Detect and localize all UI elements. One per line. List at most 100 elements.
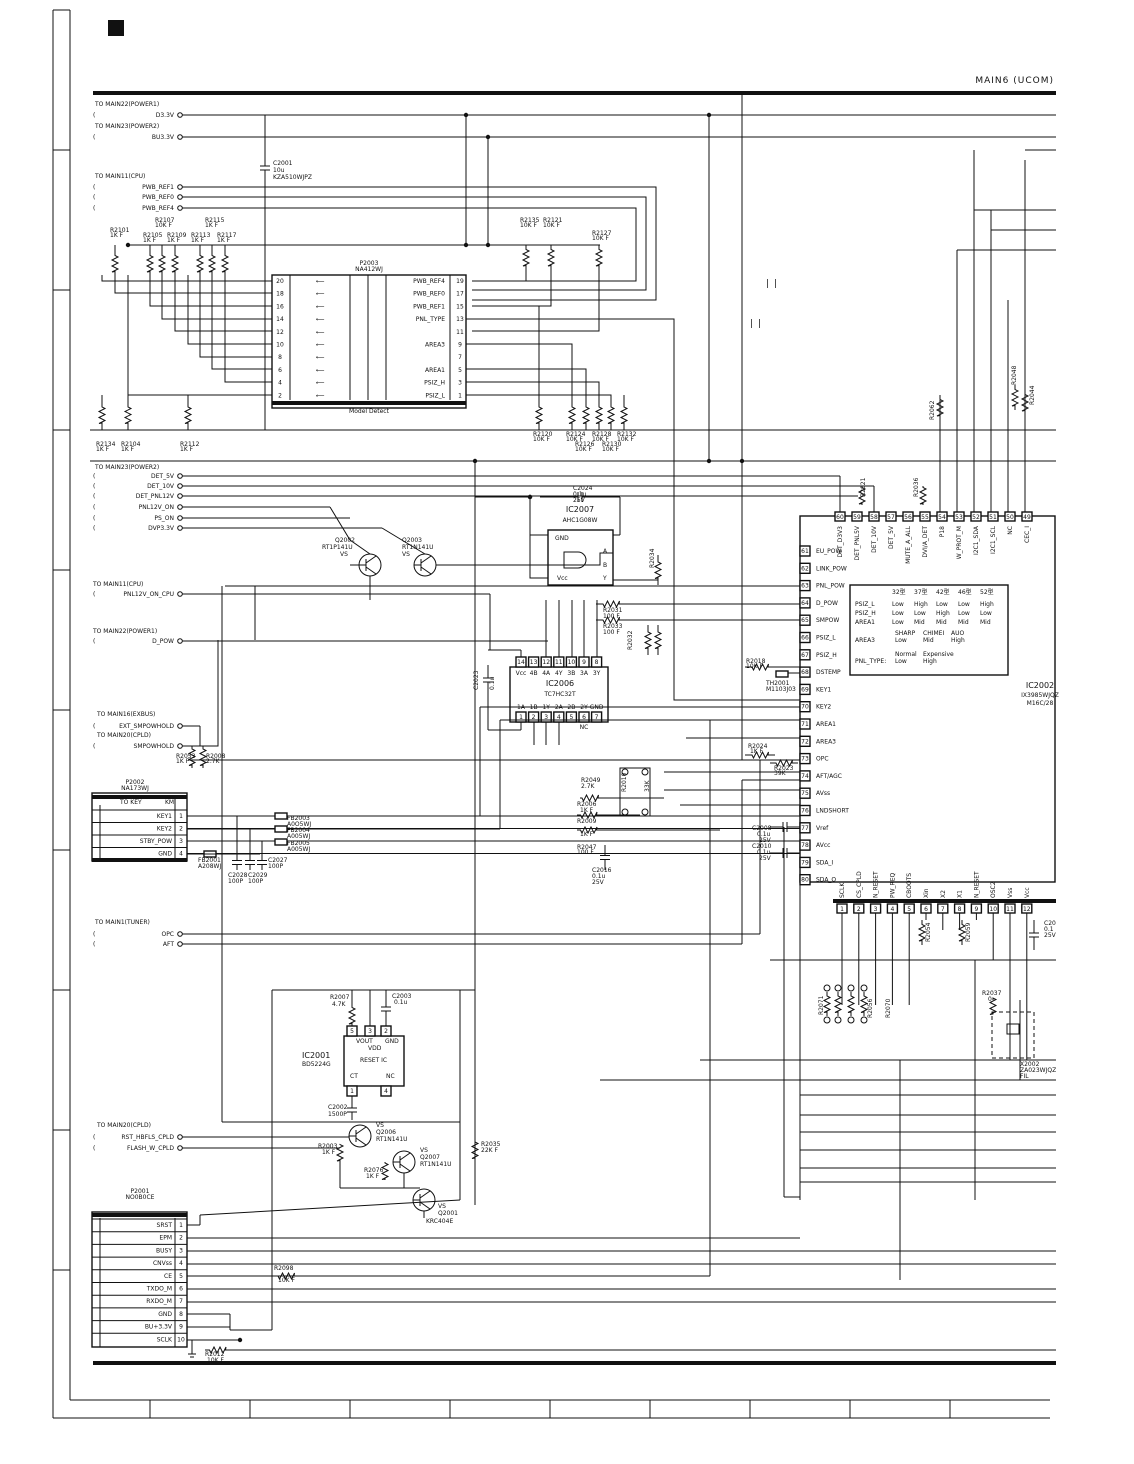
p2003-pin-left: 4 xyxy=(278,380,282,387)
ic2002-pin-left xyxy=(799,839,811,851)
q2006-transistor xyxy=(355,1126,367,1135)
p2003-ref: P2003 xyxy=(360,260,379,267)
r2076-val: 1K F xyxy=(366,1173,380,1180)
ic2002-pin-label: KEY1 xyxy=(816,686,831,693)
q2003-tag: VS xyxy=(402,551,410,558)
ic2006-pin-label: 3A xyxy=(580,670,589,677)
bottom-resistor xyxy=(619,405,629,425)
c2010-ref: C2010 xyxy=(752,843,772,850)
p2003-left-wire-7 xyxy=(211,275,272,370)
p2003-arrow: ⟵ xyxy=(316,291,325,298)
port-terminal xyxy=(177,134,183,140)
ic2002-pin-left xyxy=(799,562,811,574)
p2001-connector xyxy=(91,1211,188,1348)
r2007-ref: R2007 xyxy=(330,994,350,1001)
ic2002-body xyxy=(799,515,1056,883)
network-node xyxy=(621,808,629,816)
psiz-l-wire xyxy=(466,394,612,405)
c2016-val: 0.1u xyxy=(592,873,606,880)
r2037-val: 0 xyxy=(988,996,992,1003)
res-val-top: 10K F xyxy=(592,235,609,242)
port-terminal xyxy=(177,493,183,499)
p2002-signal: KEY1 xyxy=(157,813,172,820)
p2003-pin-label: AREA1 xyxy=(425,367,445,374)
r2047-val: 100 F xyxy=(577,849,594,856)
connector-dest-0: TO MAIN22(POWER1) xyxy=(94,101,159,108)
p2003-left-wire-3 xyxy=(161,275,272,320)
network-resistor xyxy=(822,992,832,1016)
ic2002-pin-num: 78 xyxy=(801,842,809,849)
r2059-ref: R2059 xyxy=(965,922,972,942)
port-terminal xyxy=(177,743,183,749)
paren: ( xyxy=(93,931,95,938)
res-val-bot: 10K F xyxy=(533,436,550,443)
ic2002-pin-num: 11 xyxy=(1006,906,1014,913)
p2003-arrow: ⟵ xyxy=(316,278,325,285)
port-terminal xyxy=(177,515,183,521)
q2006-ref: Q2006 xyxy=(376,1129,396,1136)
size-table-cell: High xyxy=(980,601,994,608)
ic2002-pin-top xyxy=(1021,511,1033,522)
ic2006-pin-num: 9 xyxy=(582,659,586,666)
signal-label: PWB_REF0 xyxy=(142,194,174,201)
res-ref-bot: R2132 xyxy=(617,431,637,438)
bottom-resistor xyxy=(606,405,616,425)
fb2005-part: A005WJ xyxy=(287,846,310,853)
size-table-header: 37型 xyxy=(914,588,928,596)
r2012-ref: R2012 xyxy=(205,1351,225,1358)
r2071-ref: R2071 xyxy=(818,995,825,1015)
res-ref: R2062 xyxy=(929,400,936,420)
p2001-signal: SCLK xyxy=(157,1336,173,1343)
p2002-col-header: TO KEY xyxy=(119,799,142,806)
signal-label: PNL12V_ON xyxy=(139,504,174,511)
res-ref-top: R2115 xyxy=(205,217,225,224)
ic2006-pin-num: 14 xyxy=(517,659,525,666)
c2010-val: 0.1u xyxy=(757,849,771,856)
ic2006-ref: IC2006 xyxy=(546,679,574,688)
r2007-resistor xyxy=(347,1005,357,1026)
psiz-h-wire xyxy=(466,381,600,405)
ic2002-pin-label: AVcc xyxy=(816,842,830,849)
res-ref-bot: R2126 xyxy=(575,441,595,448)
network-resistor xyxy=(846,992,856,1016)
ic2002-pin-label: PNL_POW xyxy=(816,583,845,590)
r2034-ref: R2034 xyxy=(649,548,656,568)
ic2002-pin-label: DVI/A_DET xyxy=(922,526,929,558)
p2003-arrow: ⟵ xyxy=(316,367,325,374)
ic2001-pin-num: 3 xyxy=(368,1028,372,1035)
ic2006-pin-num: 8 xyxy=(595,659,599,666)
port-terminal xyxy=(177,504,183,510)
signal-label: D_POW xyxy=(152,638,174,645)
ic2002-pin-num: 70 xyxy=(801,704,809,711)
margin-mark: | | xyxy=(750,319,762,329)
fb2003-ref: FB2003 xyxy=(287,815,310,822)
c2029-val: 100P xyxy=(248,878,263,885)
ic2002-pin-num: 3 xyxy=(874,906,878,913)
ic2002-pin-label: N_RESET xyxy=(873,871,880,898)
p2003-pin-label: PWB_REF0 xyxy=(413,291,445,298)
ic2006-pin-bot xyxy=(565,711,578,723)
ic2002-pin-num: 75 xyxy=(801,790,809,797)
p2001-ref: P2001 xyxy=(131,1188,150,1195)
ic2002-pin-num: 65 xyxy=(801,617,809,624)
c2024-volt: 25V xyxy=(573,497,586,504)
res-ref: R2044 xyxy=(1029,385,1036,405)
ic2002-pin-label: Vcc xyxy=(1024,887,1031,898)
ic2002-pin-num: 66 xyxy=(801,635,809,642)
ic2002-pin-left xyxy=(799,752,811,765)
ic2002-pin-num: 61 xyxy=(801,548,809,555)
p2001-part: NO0B0CE xyxy=(126,1194,155,1201)
area3-header: AUO xyxy=(951,630,964,637)
size-table-cell: PSIZ_L xyxy=(855,601,875,608)
connector-dest-7: TO MAIN20(CPLD) xyxy=(96,732,151,739)
q2006-transistor xyxy=(355,1137,367,1146)
top-resistor xyxy=(207,252,217,275)
q2003-transistor xyxy=(420,566,432,575)
ic2002-pin-label: SMPOW xyxy=(816,617,839,624)
ic2002-pin-top xyxy=(868,511,880,522)
ic2002-pin-num: 8 xyxy=(958,906,962,913)
ic2002-pin-num: 60 xyxy=(836,514,844,521)
q2002-transistor xyxy=(365,555,377,564)
wire xyxy=(199,640,219,747)
ic2002-pin-top xyxy=(953,511,965,522)
